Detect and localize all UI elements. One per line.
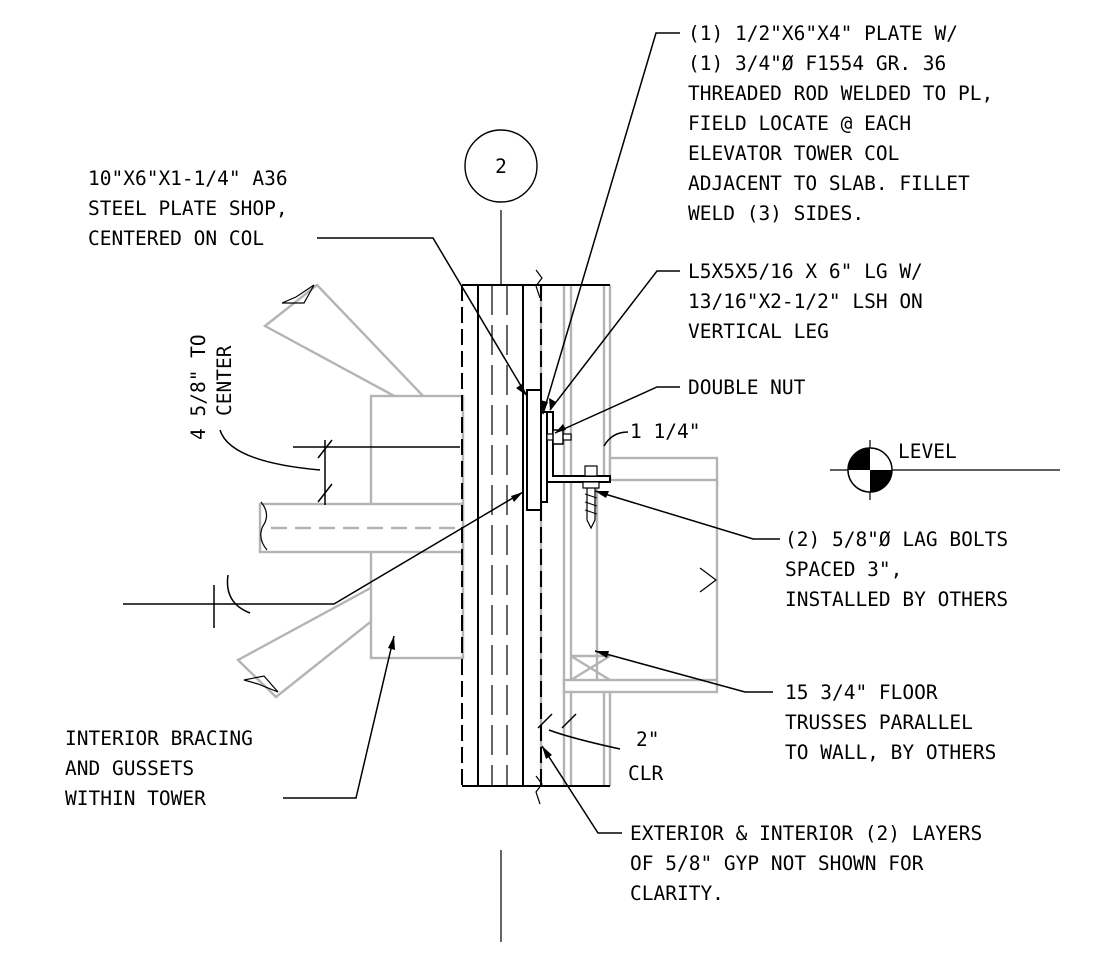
note-line: (1) 3/4"Ø F1554 GR. 36 (688, 52, 946, 75)
note-line: TRUSSES PARALLEL (785, 711, 973, 734)
note-steel-plate: 10"X6"X1-1/4" A36 STEEL PLATE SHOP, CENT… (88, 167, 288, 250)
grid-bubble (464, 129, 538, 203)
steel-column (461, 269, 610, 805)
leaders (123, 32, 780, 834)
note-floor-trusses: 15 3/4" FLOOR TRUSSES PARALLEL TO WALL, … (785, 681, 996, 764)
connection-hardware (526, 389, 611, 530)
dim-center-line: 4 5/8" TO (187, 334, 210, 440)
note-line: VERTICAL LEG (688, 320, 829, 343)
note-line: ELEVATOR TOWER COL (688, 142, 899, 165)
note-line: CLR (628, 762, 663, 785)
grid-line-2: 2 (464, 129, 538, 942)
note-bracing: INTERIOR BRACING AND GUSSETS WITHIN TOWE… (65, 727, 253, 810)
note-line: OF 5/8" GYP NOT SHOWN FOR (630, 852, 924, 875)
note-line: INSTALLED BY OTHERS (785, 588, 1008, 611)
floor-truss-framing (539, 285, 719, 786)
note-line: L5X5X5/16 X 6" LG W/ (688, 260, 923, 283)
interior-bracing-gussets (235, 283, 465, 699)
note-line: STEEL PLATE SHOP, (88, 197, 288, 220)
note-line: AND GUSSETS (65, 757, 194, 780)
note-clr: 2" CLR (628, 728, 663, 785)
note-line: WITHIN TOWER (65, 787, 206, 810)
note-line: (2) 5/8"Ø LAG BOLTS (785, 528, 1008, 551)
note-gyp: EXTERIOR & INTERIOR (2) LAYERS OF 5/8" G… (630, 822, 982, 905)
dim-center-line: CENTER (213, 345, 236, 416)
note-line: FIELD LOCATE @ EACH (688, 112, 911, 135)
note-line: WELD (3) SIDES. (688, 202, 864, 225)
note-line: (1) 1/2"X6"X4" PLATE W/ (688, 22, 958, 45)
dim-center: 4 5/8" TO CENTER (187, 334, 236, 440)
note-line: CLARITY. (630, 882, 724, 905)
level-label: LEVEL (898, 440, 957, 463)
note-line: 2" (636, 728, 659, 751)
level-marker: LEVEL (830, 440, 1060, 500)
note-double-nut: DOUBLE NUT (688, 376, 806, 399)
note-line: INTERIOR BRACING (65, 727, 253, 750)
note-line: THREADED ROD WELDED TO PL, (688, 82, 993, 105)
note-line: 15 3/4" FLOOR (785, 681, 938, 704)
note-lag-bolts: (2) 5/8"Ø LAG BOLTS SPACED 3", INSTALLED… (785, 528, 1008, 611)
grid-bubble-label: 2 (495, 155, 507, 178)
note-line: EXTERIOR & INTERIOR (2) LAYERS (630, 822, 982, 845)
angle-l5x5 (546, 411, 611, 483)
note-line: ADJACENT TO SLAB. FILLET (688, 172, 970, 195)
note-line: SPACED 3", (785, 558, 902, 581)
note-line: 10"X6"X1-1/4" A36 (88, 167, 288, 190)
dim-1-1-4: 1 1/4" (630, 420, 700, 443)
note-line: CENTERED ON COL (88, 227, 264, 250)
note-plate-rod: (1) 1/2"X6"X4" PLATE W/ (1) 3/4"Ø F1554 … (688, 22, 993, 225)
steel-plate (526, 389, 542, 511)
note-angle: L5X5X5/16 X 6" LG W/ 13/16"X2-1/2" LSH O… (688, 260, 923, 343)
lag-bolt (586, 488, 596, 530)
note-line: TO WALL, BY OTHERS (785, 741, 996, 764)
note-line: 13/16"X2-1/2" LSH ON (688, 290, 923, 313)
